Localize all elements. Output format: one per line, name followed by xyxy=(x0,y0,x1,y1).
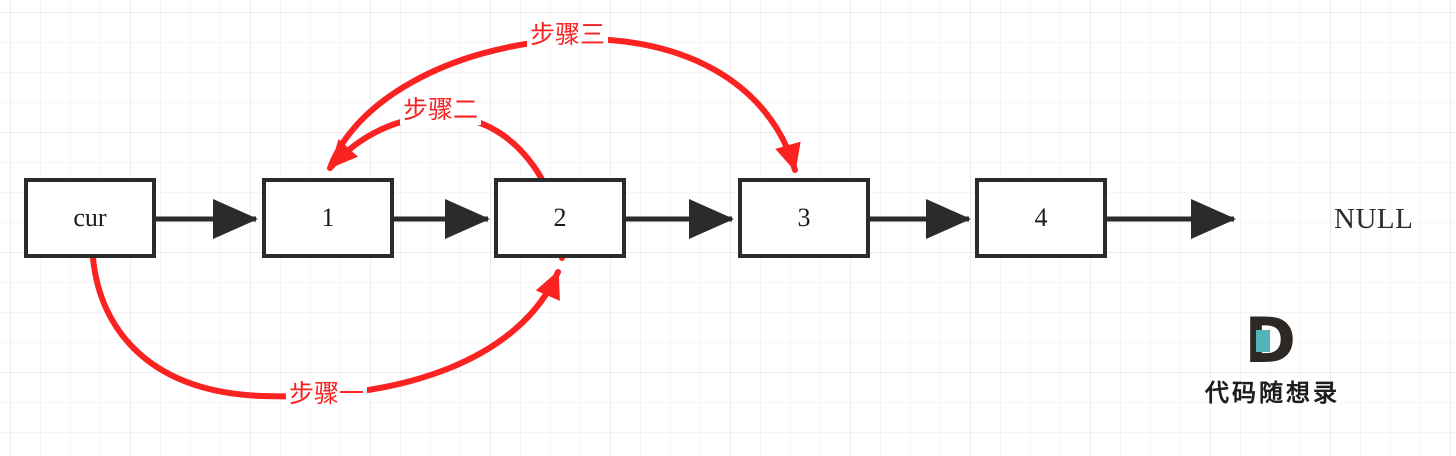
watermark-text: 代码随想录 xyxy=(1205,379,1340,407)
step-one-label: 步骤一 xyxy=(286,381,368,409)
watermark: D 代码随想录 xyxy=(1205,310,1340,408)
node-1[interactable]: 1 xyxy=(262,178,394,258)
watermark-logo-icon: D xyxy=(1245,310,1301,372)
node-3-label: 3 xyxy=(797,203,811,232)
step1-curve xyxy=(90,255,561,400)
null-terminal-label: NULL xyxy=(1334,203,1414,235)
step-two-label: 步骤二 xyxy=(400,97,482,125)
node-cur-label: cur xyxy=(73,203,107,232)
node-2[interactable]: 2 xyxy=(494,178,626,258)
watermark-logo-letter: D xyxy=(1245,310,1296,372)
node-1-label: 1 xyxy=(321,203,335,232)
step-three-label: 步骤三 xyxy=(527,22,609,50)
node-4-label: 4 xyxy=(1034,203,1048,232)
node-cur[interactable]: cur xyxy=(24,178,156,258)
node-2-label: 2 xyxy=(553,203,567,232)
node-3[interactable]: 3 xyxy=(738,178,870,258)
watermark-logo-accent xyxy=(1255,330,1270,352)
node-4[interactable]: 4 xyxy=(975,178,1107,258)
